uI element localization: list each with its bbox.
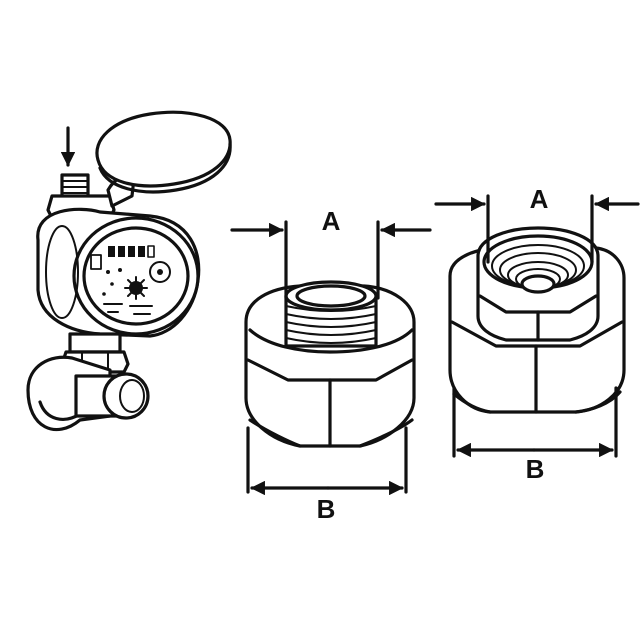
female-dimension-a: A [434,184,640,264]
male-dimension-b-label: B [317,494,336,524]
female-fitting-thread [482,234,594,294]
meter-lid [95,110,232,194]
female-dimension-b-label: B [526,454,545,484]
male-dimension-b: B [246,426,408,524]
female-dimension-b: B [452,386,618,484]
water-meter [26,110,232,432]
male-fitting: A B [230,206,432,524]
female-fitting: A B [434,184,640,484]
meter-body [36,207,201,338]
elbow-pipe [26,355,150,432]
meter-dial [90,245,171,315]
male-dimension-a: A [230,206,432,300]
female-dimension-a-label: A [530,184,549,214]
male-dimension-a-label: A [322,206,341,236]
male-fitting-thread [284,280,378,348]
